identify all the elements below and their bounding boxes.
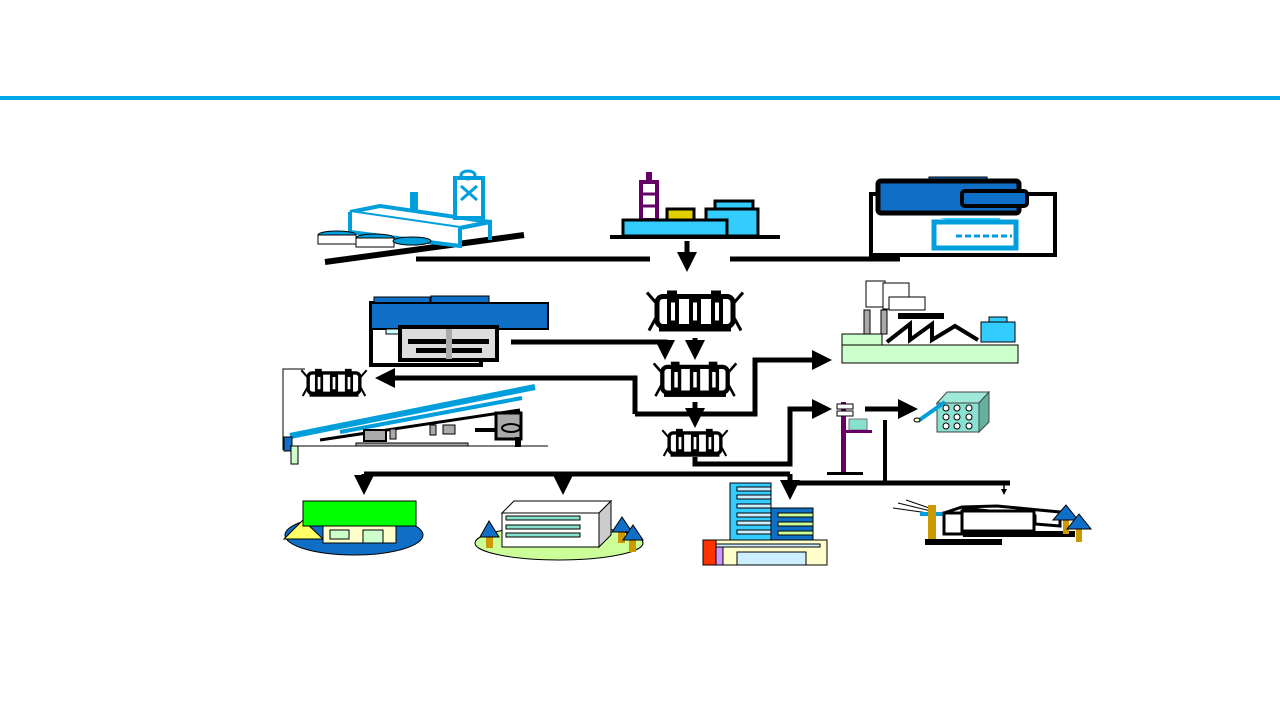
farm-building-icon [892,499,1093,545]
meter-box-icon [913,390,991,434]
substation-icon [610,172,780,239]
line-switchgear-to-transformer [511,339,675,360]
header-accent-bar [0,96,1280,100]
main-transformer-icon [647,291,743,332]
thin-connector [282,368,305,450]
line-to-left-transformer [375,368,638,414]
switchgear-building-icon [369,295,549,367]
office-building-icon [474,499,644,561]
railway-facility-icon [283,384,548,465]
commercial-complex-icon [702,482,828,566]
residential-house-icon [282,500,424,556]
utility-pole-icon [827,402,872,475]
power-plant-icon [317,169,525,265]
secondary-transformer-icon [654,362,737,397]
hydro-plant-icon [869,176,1057,257]
line-to-pole [692,399,832,467]
distribution-transformer-icon [661,427,729,458]
connection-lines [354,241,1010,500]
left-transformer-icon [300,367,368,398]
factory-icon [841,280,1019,364]
